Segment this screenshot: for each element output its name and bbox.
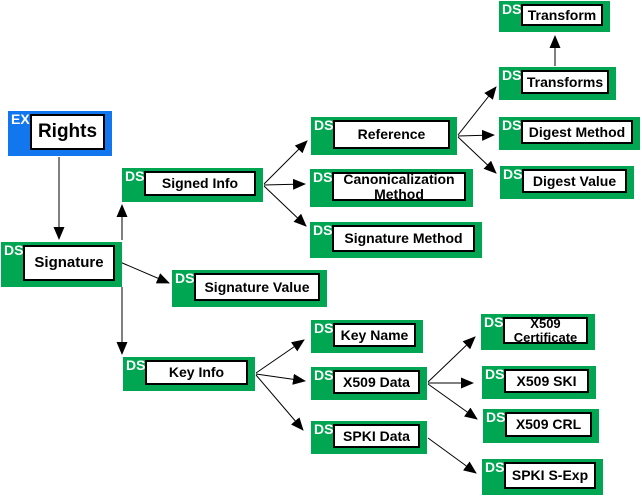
node-label: Rights	[30, 114, 105, 150]
namespace-tag-badge-ds: DS	[175, 270, 195, 286]
edge-reference-to-digest-value	[457, 136, 497, 174]
edge-spki-data-to-spki-s-exp	[427, 437, 477, 474]
edge-key-info-to-spki-data	[255, 374, 304, 431]
namespace-tag-badge-ds: DS	[314, 421, 334, 437]
edge-key-info-to-x509-data	[255, 373, 306, 385]
node-label: SPKI S-Exp	[504, 462, 596, 489]
namespace-tag-badge-ds: DS	[486, 409, 506, 425]
node-label: X509 Certificate	[503, 317, 588, 344]
edge-signature-to-signature-value	[119, 261, 170, 284]
node-label: Signature Method	[332, 225, 475, 252]
node-label: X509 SKI	[504, 369, 589, 393]
node-label: Key Info	[145, 360, 248, 385]
namespace-tag-badge-ds: DS	[502, 1, 522, 17]
namespace-tag-badge-ds: DS	[125, 168, 145, 184]
namespace-tag-badge-ds: DS	[314, 367, 334, 383]
node-label: Reference	[333, 120, 450, 149]
node-label: SPKI Data	[333, 424, 420, 448]
namespace-tag-badge-ds: DS	[485, 459, 505, 475]
edge-reference-to-digest-method	[457, 129, 495, 141]
node-label: Transform	[521, 4, 603, 26]
node-label: Transforms	[521, 70, 609, 94]
namespace-tag-badge-ds: DS	[502, 67, 522, 83]
namespace-tag-badge-ds: DS	[313, 222, 333, 238]
node-label: X509 Data	[333, 370, 420, 394]
node-label: Key Name	[333, 323, 416, 347]
edge-x509-data-to-x509-crl	[427, 383, 478, 420]
edge-key-info-to-key-name	[255, 339, 305, 374]
namespace-tag-badge-ds: DS	[502, 117, 522, 133]
namespace-tag-badge-ds: DS	[503, 166, 523, 182]
namespace-tag-badge-ds: DS	[4, 242, 24, 258]
node-label: Digest Method	[521, 120, 633, 144]
namespace-tag-badge-ds: DS	[314, 320, 334, 336]
namespace-tag-badge-ex: EX	[11, 111, 30, 127]
node-label: Canonicalization Method	[332, 172, 466, 201]
node-label: Digest Value	[522, 169, 627, 193]
namespace-tag-badge-ds: DS	[313, 169, 333, 185]
node-label: Signature	[23, 245, 115, 281]
edge-x509-data-to-x509-certificate	[427, 336, 476, 383]
namespace-tag-badge-ds: DS	[484, 314, 504, 330]
edge-signed-info-to-signature-method	[263, 185, 307, 227]
node-label: X509 CRL	[505, 412, 592, 437]
namespace-tag-badge-ds: DS	[314, 117, 334, 133]
edge-signed-info-to-canonicalization-method	[263, 178, 306, 190]
namespace-tag-badge-ds: DS	[126, 357, 146, 373]
node-label: Signature Value	[194, 273, 320, 301]
edge-signed-info-to-reference	[263, 140, 308, 185]
edge-reference-to-transforms	[457, 86, 497, 136]
node-label: Signed Info	[144, 171, 256, 196]
namespace-tag-badge-ds: DS	[485, 366, 505, 382]
